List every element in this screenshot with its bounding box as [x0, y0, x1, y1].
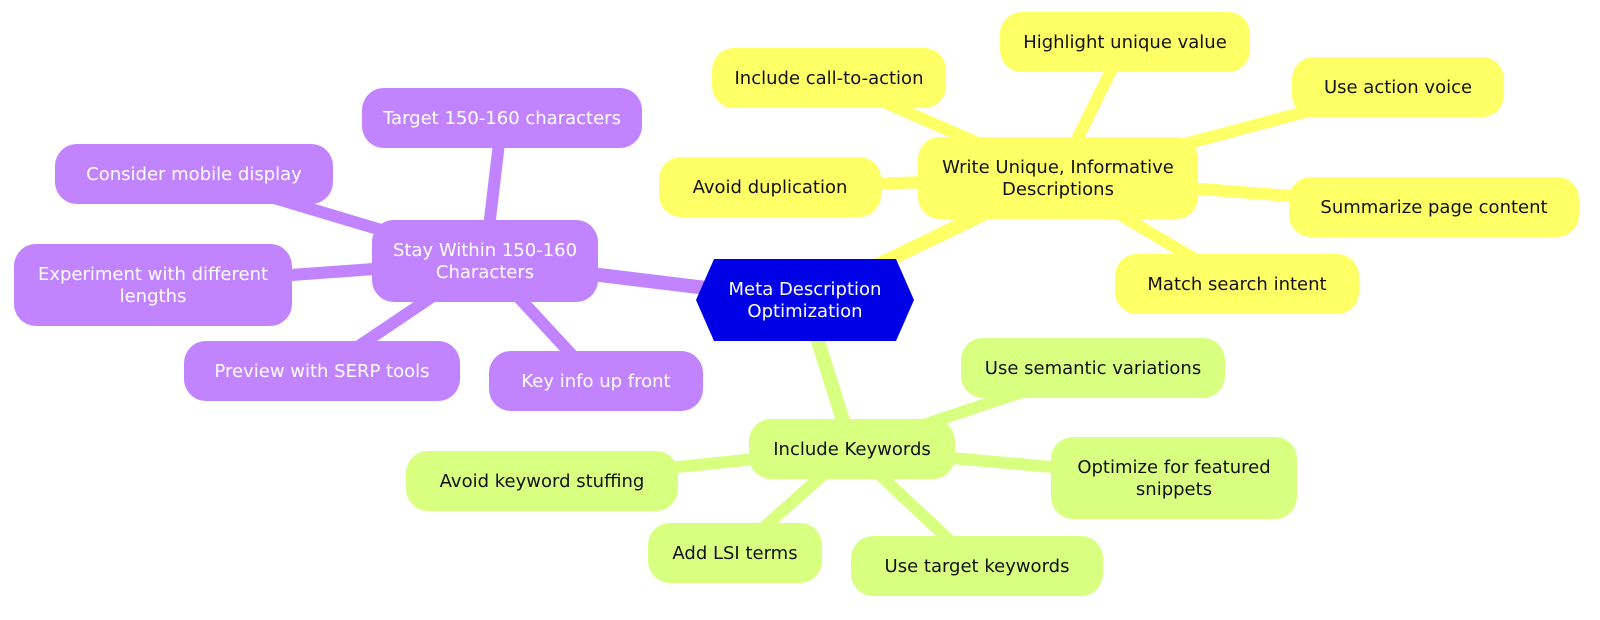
branch-node-descriptions-box: [918, 137, 1198, 219]
leaf-node-characters-4-box: [489, 351, 703, 411]
leaf-node-descriptions-0-box: [712, 48, 946, 108]
root-node-label: Optimization: [747, 301, 862, 322]
root-node-label: Meta Description: [729, 279, 882, 300]
leaf-node-descriptions-1-label: Highlight unique value: [1023, 32, 1227, 53]
leaf-node-characters-0-box: [362, 88, 642, 148]
leaf-node-keywords-3: Add LSI terms: [648, 523, 822, 583]
leaf-node-keywords-4-label: Use target keywords: [885, 556, 1070, 577]
leaf-node-descriptions-5: Match search intent: [1115, 254, 1359, 314]
branch-node-keywords-box: [749, 419, 955, 479]
leaf-node-keywords-0-label: Use semantic variations: [985, 358, 1201, 379]
leaf-node-characters-2-label: lengths: [120, 286, 187, 307]
branch-node-characters-label: Stay Within 150-160: [393, 240, 577, 261]
leaf-node-characters-0-label: Target 150-160 characters: [382, 108, 621, 129]
leaf-node-characters-4: Key info up front: [489, 351, 703, 411]
leaf-node-descriptions-4-box: [1289, 177, 1579, 237]
leaf-node-keywords-0-box: [961, 338, 1225, 398]
leaf-node-keywords-0: Use semantic variations: [961, 338, 1225, 398]
leaf-node-keywords-3-label: Add LSI terms: [672, 543, 797, 564]
leaf-node-characters-3-label: Preview with SERP tools: [214, 361, 429, 382]
leaf-node-descriptions-4: Summarize page content: [1289, 177, 1579, 237]
leaf-node-characters-2-box: [14, 244, 292, 326]
leaf-node-keywords-3-box: [648, 523, 822, 583]
leaf-node-keywords-4-box: [851, 536, 1103, 596]
leaf-node-characters-1-label: Consider mobile display: [86, 164, 302, 185]
leaf-node-keywords-1: Avoid keyword stuffing: [406, 451, 678, 511]
leaf-node-descriptions-2-label: Use action voice: [1324, 77, 1472, 98]
leaf-node-characters-1: Consider mobile display: [55, 144, 333, 204]
leaf-node-descriptions-0: Include call-to-action: [712, 48, 946, 108]
branch-node-characters-box: [372, 220, 598, 302]
leaf-node-descriptions-2: Use action voice: [1292, 57, 1504, 117]
leaf-node-descriptions-5-box: [1115, 254, 1359, 314]
root-hexagon: [696, 259, 914, 341]
leaf-node-keywords-4: Use target keywords: [851, 536, 1103, 596]
leaf-node-descriptions-5-label: Match search intent: [1147, 274, 1326, 295]
leaf-node-descriptions-1: Highlight unique value: [1000, 12, 1250, 72]
leaf-node-descriptions-3-box: [659, 157, 881, 217]
branch-node-keywords-label: Include Keywords: [773, 439, 931, 460]
branch-node-characters-label: Characters: [436, 262, 534, 283]
branch-node-keywords: Include Keywords: [749, 419, 955, 479]
leaf-node-characters-3-box: [184, 341, 460, 401]
leaf-node-characters-3: Preview with SERP tools: [184, 341, 460, 401]
leaf-node-keywords-1-label: Avoid keyword stuffing: [440, 471, 645, 492]
leaf-node-keywords-1-box: [406, 451, 678, 511]
leaf-node-characters-1-box: [55, 144, 333, 204]
leaf-node-characters-0: Target 150-160 characters: [362, 88, 642, 148]
leaf-node-descriptions-3: Avoid duplication: [659, 157, 881, 217]
leaf-node-descriptions-3-label: Avoid duplication: [693, 177, 848, 198]
leaf-node-keywords-2-label: Optimize for featured: [1077, 457, 1270, 478]
leaf-node-descriptions-4-label: Summarize page content: [1320, 197, 1547, 218]
leaf-node-keywords-2-label: snippets: [1136, 479, 1212, 500]
branch-node-descriptions-label: Descriptions: [1002, 179, 1114, 200]
leaf-node-characters-2-label: Experiment with different: [38, 264, 268, 285]
branch-node-descriptions-label: Write Unique, Informative: [942, 157, 1174, 178]
leaf-node-descriptions-1-box: [1000, 12, 1250, 72]
leaf-node-descriptions-2-box: [1292, 57, 1504, 117]
leaf-node-keywords-2-box: [1051, 437, 1297, 519]
leaf-node-characters-4-label: Key info up front: [521, 371, 670, 392]
leaf-node-descriptions-0-label: Include call-to-action: [735, 68, 924, 89]
